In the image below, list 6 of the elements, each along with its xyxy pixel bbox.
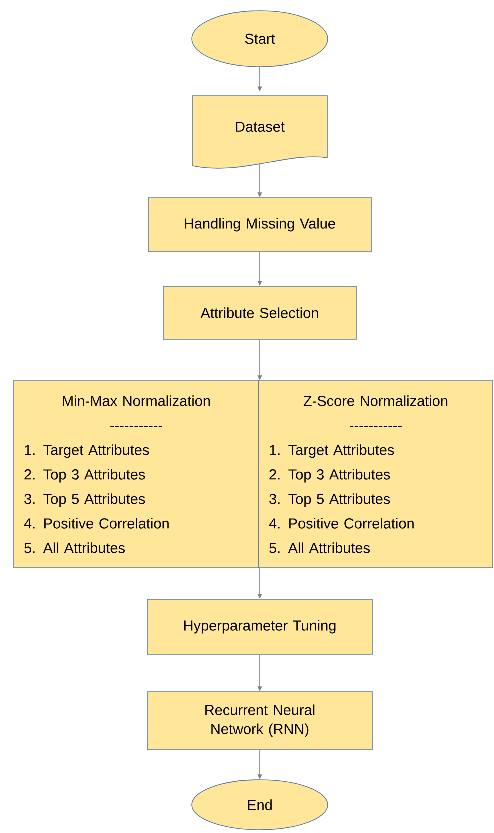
- process-box: Handling Missing Value: [148, 198, 372, 252]
- process-box: Attribute Selection: [163, 286, 357, 340]
- process-box: Min-Max Normalization ----------- 1. Target Attributes 2. Top 3 Attributes 3. Top 5 Attributes 4. Positive Correlation 5. All Attributes: [14, 380, 260, 568]
- process-box: Hyperparameter Tuning: [147, 599, 373, 655]
- process-box: Z-Score Normalization ----------- 1. Target Attributes 2. Top 3 Attributes 3. Top 5 Attributes 4. Positive Correlation 5. All Attributes: [258, 380, 494, 568]
- process-box: Recurrent Neural Network (RNN): [147, 692, 373, 750]
